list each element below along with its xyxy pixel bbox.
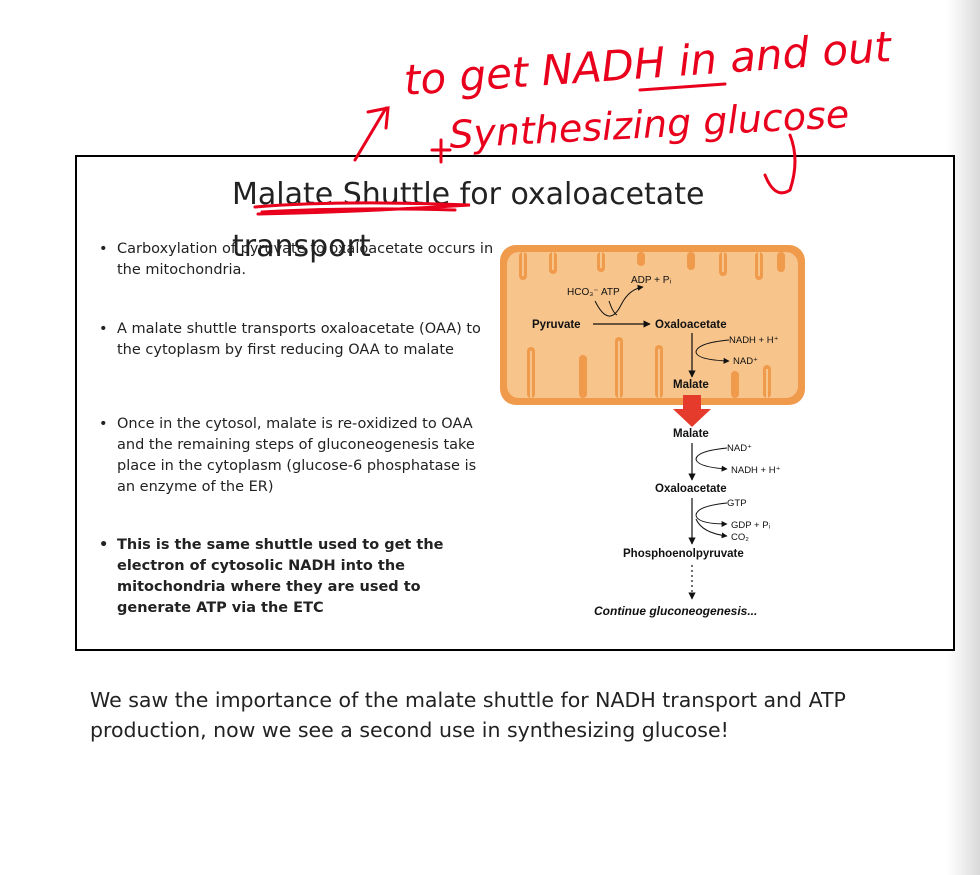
- slide-frame: Malate Shuttle for oxaloacetate transpor…: [75, 155, 955, 651]
- oxaloacetate-cyto-label: Oxaloacetate: [655, 483, 727, 495]
- gtp-label: GTP: [727, 498, 747, 509]
- adp-pi-label: ADP + Pᵢ: [631, 275, 671, 286]
- caption-text: We saw the importance of the malate shut…: [90, 688, 846, 742]
- gdp-pi-label: GDP + Pᵢ: [731, 520, 771, 531]
- malate-transport-arrow: [673, 395, 711, 427]
- bullet-item: Carboxylation of pyruvate to oxaloacetat…: [99, 239, 494, 281]
- bullet-item: This is the same shuttle used to get the…: [99, 535, 494, 619]
- hco3-label: HCO₃⁻: [567, 287, 599, 298]
- co2-label: CO₂: [731, 532, 749, 543]
- malate-cyto-label: Malate: [673, 428, 709, 440]
- nadh-label-mito: NADH + H⁺: [729, 335, 779, 346]
- shuttle-diagram-svg: HCO₃⁻ ATP ADP + Pᵢ Pyruvate Oxaloacetate…: [500, 245, 805, 618]
- pep-label: Phosphoenolpyruvate: [623, 548, 744, 560]
- handwriting-line-1: to get NADH in and out: [402, 22, 894, 105]
- ink-arrow-stroke: [353, 106, 388, 162]
- bullet-item: Once in the cytosol, malate is re-oxidiz…: [99, 414, 494, 498]
- nad-label-mito: NAD⁺: [733, 356, 758, 367]
- ink-arrow-head: [366, 106, 390, 130]
- nadh-label-cyto: NADH + H⁺: [731, 465, 781, 476]
- oxaloacetate-mito-label: Oxaloacetate: [655, 319, 727, 331]
- handwriting-line-2: Synthesizing glucose: [448, 92, 850, 157]
- carboxylation-side-arrow: [594, 284, 644, 317]
- nad-label-cyto: NAD⁺: [727, 443, 752, 454]
- shuttle-diagram: HCO₃⁻ ATP ADP + Pᵢ Pyruvate Oxaloacetate…: [497, 237, 917, 637]
- bullet-item: A malate shuttle transports oxaloacetate…: [99, 319, 494, 361]
- atp-label: ATP: [601, 287, 620, 298]
- continue-label: Continue gluconeogenesis...: [594, 604, 757, 618]
- pyruvate-label: Pyruvate: [532, 319, 581, 331]
- malate-mito-label: Malate: [673, 379, 709, 391]
- ink-overline: [638, 82, 727, 92]
